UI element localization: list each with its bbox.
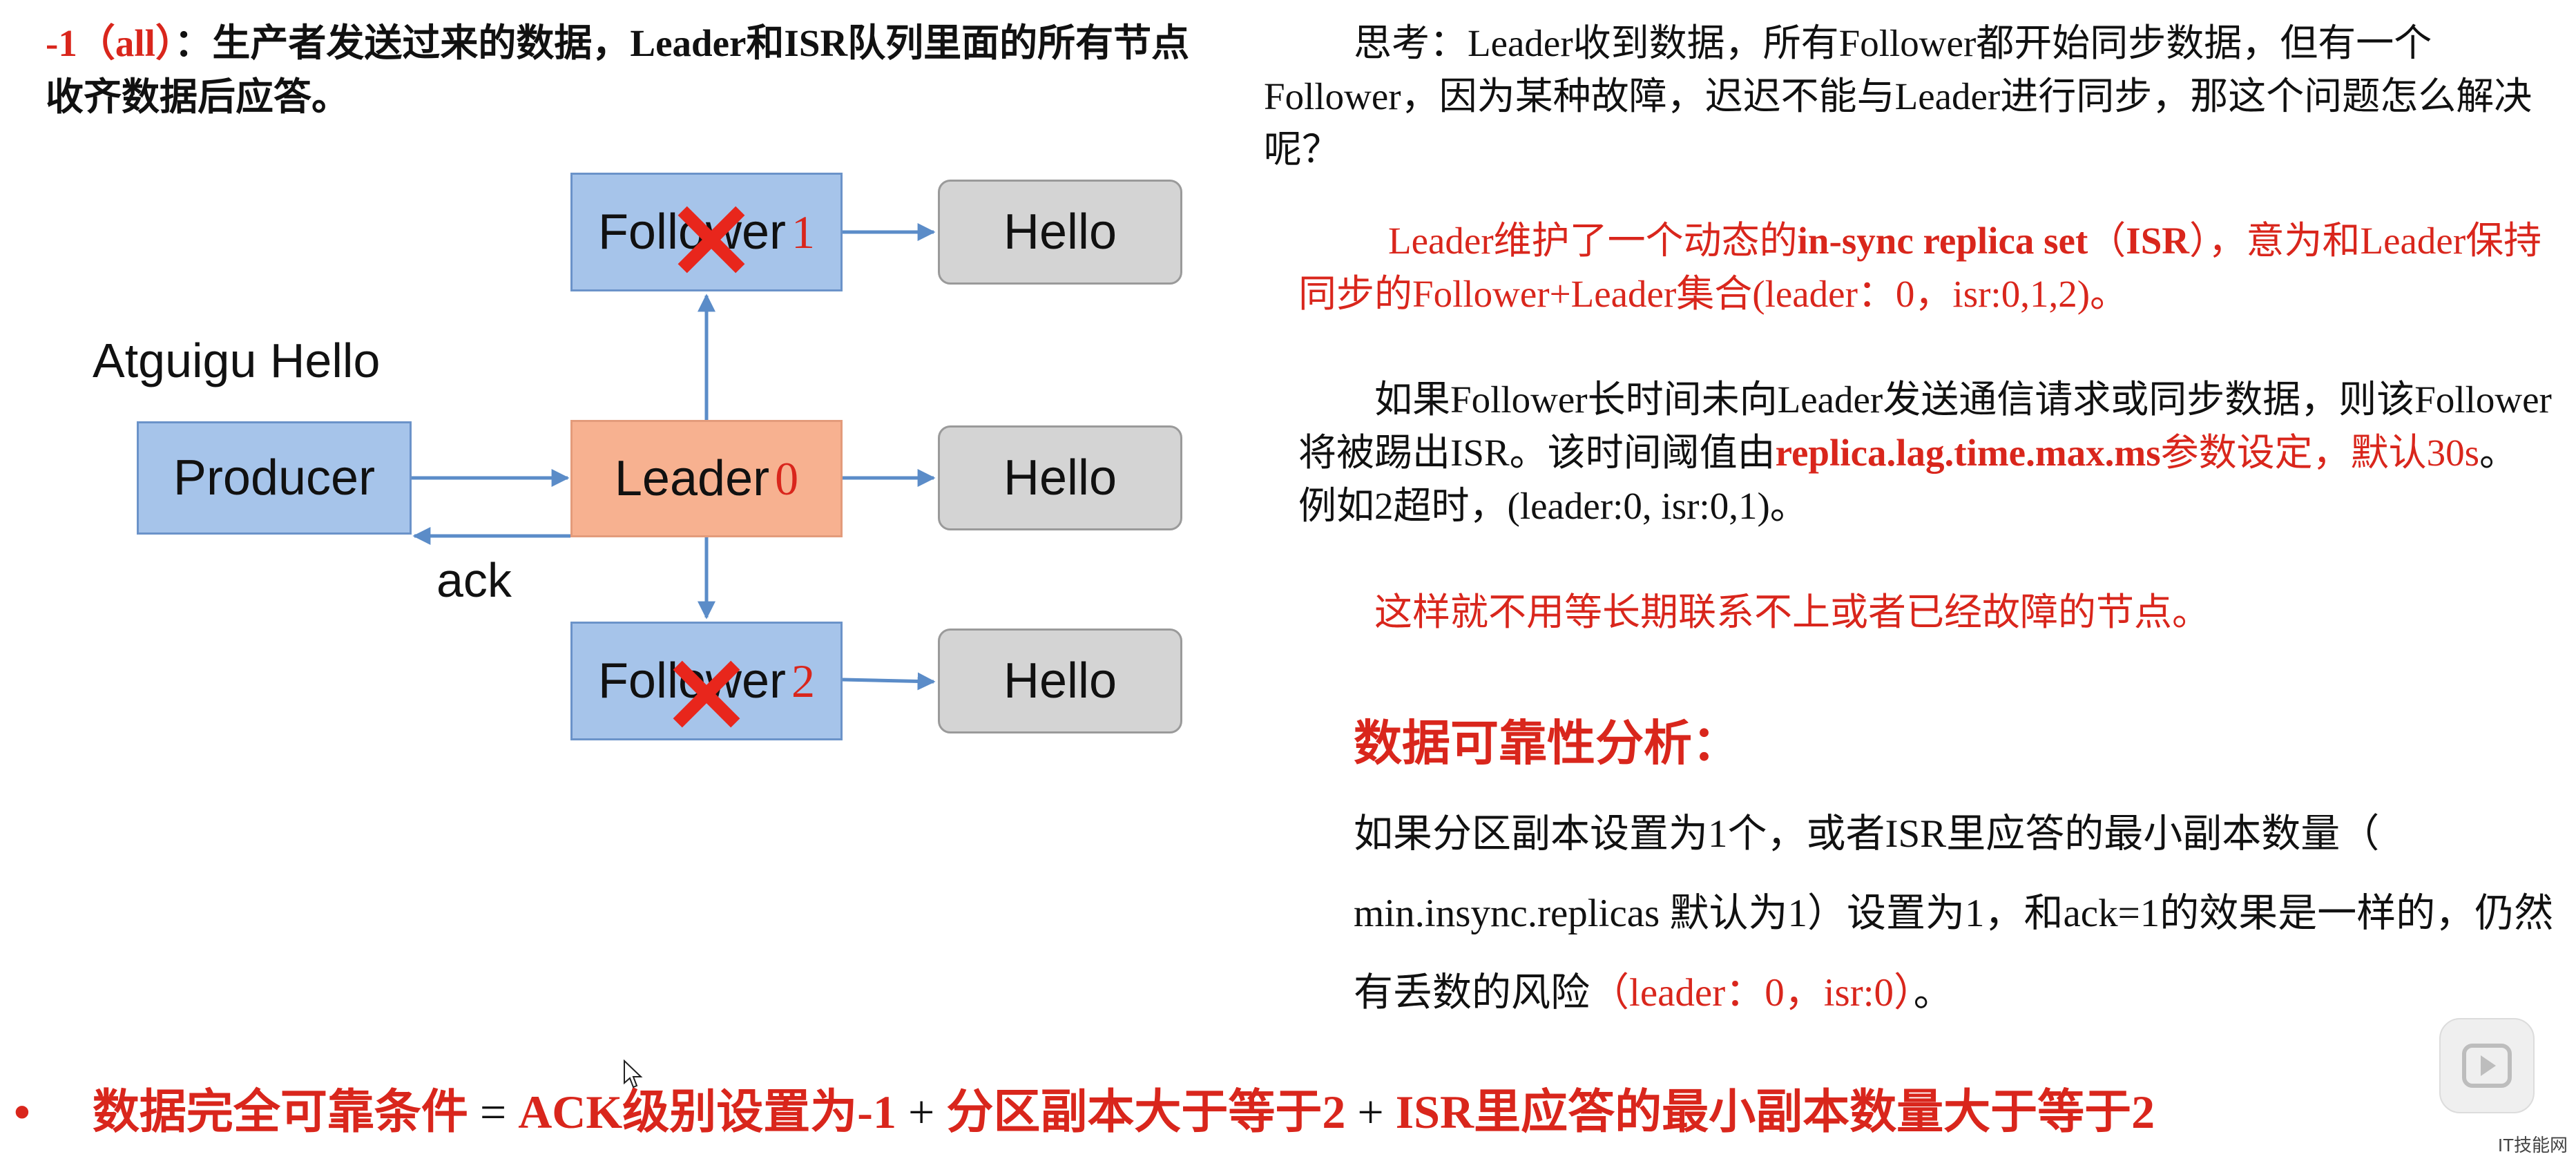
mouse-cursor-icon (624, 1059, 643, 1088)
remove-text-2: 参数设定，默认30s (2160, 432, 2480, 474)
bullet-icon: • (14, 1086, 30, 1138)
leader-label: Leader (614, 451, 770, 506)
reliability-text-1: 如果分区副本设置为1个，或者ISR里应答的最小副本数量（ min.insync.… (1354, 812, 2554, 1015)
think-paragraph: 思考：Leader收到数据，所有Follower都开始同步数据，但有一个Foll… (1264, 17, 2562, 176)
equals-sign: = (468, 1086, 519, 1138)
hello-label-middle: Hello (1003, 450, 1117, 506)
isr-term: in-sync replica set (1797, 220, 2088, 262)
no-await-paragraph: 这样就不用等长期联系不上或者已经故障的节点。 (1374, 591, 2211, 633)
diagram-arrows (412, 223, 936, 691)
isr-paragraph: Leader维护了一个动态的in-sync replica set（ISR），意… (1298, 214, 2562, 320)
ack-label: ack (436, 553, 512, 607)
hello-label-top: Hello (1003, 204, 1117, 260)
video-play-button[interactable] (2439, 1018, 2535, 1113)
hello-label-bottom: Hello (1003, 653, 1117, 709)
failed-cross-icon (673, 660, 740, 728)
isr-text-3: ），意为和Leader保持同步的Follower+Leader集合(leader… (1298, 220, 2542, 315)
left-header: -1（all）：生产者发送过来的数据，Leader和ISR队列里面的所有节点收齐… (46, 17, 1206, 124)
ack-all-label: -1（all） (46, 22, 175, 64)
header-sep: ： (174, 22, 213, 64)
reliability-text-3: 。 (1913, 971, 1953, 1015)
condition-min-isr: ISR里应答的最小副本数量大于等于2 (1395, 1086, 2155, 1138)
reliability-paragraph: 如果分区副本设置为1个，或者ISR里应答的最小副本数量（ min.insync.… (1354, 794, 2555, 1033)
follower2-num: 2 (791, 654, 816, 707)
follower2-node: Follower2 (570, 622, 843, 740)
reliability-title: 数据可靠性分析： (1354, 716, 1740, 770)
play-icon (2462, 1044, 2512, 1088)
failed-cross-icon (677, 206, 745, 274)
left-header-text: 生产者发送过来的数据，Leader和ISR队列里面的所有节点收齐数据后应答。 (46, 22, 1190, 118)
atguigu-hello-label: Atguigu Hello (93, 334, 381, 387)
reliability-text-2: （leader：0，isr:0） (1590, 971, 1914, 1015)
isr-abbr: ISR (2126, 220, 2190, 262)
hello-node-bottom: Hello (938, 629, 1182, 733)
remove-paragraph: 如果Follower长时间未向Leader发送通信请求或同步数据，则该Follo… (1298, 373, 2555, 532)
follower1-num: 1 (791, 205, 816, 258)
plus-sign: + (896, 1086, 947, 1138)
think-label: 思考： (1354, 22, 1468, 64)
isr-text-2: （ (2088, 220, 2126, 262)
hello-node-middle: Hello (938, 425, 1182, 530)
think-text: Leader收到数据，所有Follower都开始同步数据，但有一个Followe… (1264, 22, 2532, 171)
plus-sign: + (1345, 1086, 1396, 1138)
reliability-condition: • 数据完全可靠条件 = ACK级别设置为-1 + 分区副本大于等于2 + ISR… (14, 1079, 2472, 1145)
condition-ack: ACK级别设置为-1 (518, 1086, 896, 1138)
watermark: IT技能网 (2497, 1135, 2568, 1155)
producer-node: Producer (137, 421, 412, 535)
leader-num: 0 (775, 452, 799, 505)
lag-time-param: replica.lag.time.max.ms (1775, 432, 2161, 474)
remove-text-3: 。例如2超时，(leader:0, isr:0,1)。 (1298, 432, 2518, 527)
condition-title: 数据完全可靠条件 (92, 1086, 468, 1138)
isr-text-1: Leader维护了一个动态的 (1388, 220, 1798, 262)
condition-replicas: 分区副本大于等于2 (946, 1086, 1346, 1138)
producer-label: Producer (173, 450, 376, 506)
hello-node-top: Hello (938, 180, 1182, 285)
remove-text-1: 如果Follower长时间未向Leader发送通信请求或同步数据，则该Follo… (1298, 378, 2552, 474)
arrow-follower2-to-hello (842, 672, 936, 691)
